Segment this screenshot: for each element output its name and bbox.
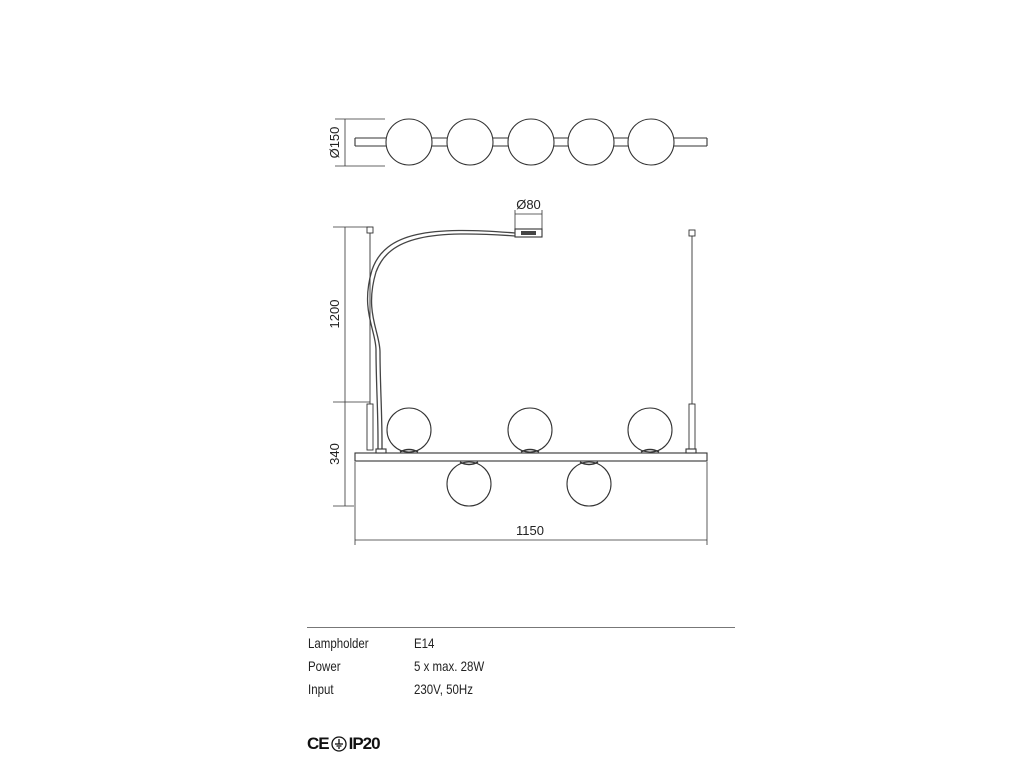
top-view-sphere [385,118,433,166]
top-view-sphere [627,118,675,166]
spec-divider [307,627,735,628]
spec-value: 230V, 50Hz [414,681,473,697]
ip-rating: IP20 [348,734,381,753]
power-cable [366,229,516,452]
spec-table: Lampholder E14 Power 5 x max. 28W Input … [308,632,500,701]
front-view-upper-sphere [507,407,553,453]
spec-label: Input [308,681,334,697]
front-view-upper-sphere [627,407,673,453]
spec-row: Power 5 x max. 28W [308,655,500,678]
spec-label: Lampholder [308,635,369,651]
spec-value: E14 [414,635,435,651]
top-view-sphere [567,118,615,166]
suspension-wire-left [366,226,374,451]
spec-label: Power [308,658,341,674]
cable-length-label: 1200 [327,300,342,329]
certification-marks: CE IP20 [307,733,381,755]
suspension-wire-right [688,229,696,451]
top-view-sphere [507,118,555,166]
sphere-diameter-label: Ø150 [327,127,342,159]
front-view-lower-sphere [446,461,492,507]
spec-row: Lampholder E14 [308,632,500,655]
spec-value: 5 x max. 28W [414,658,485,674]
technical-drawing: Ø150 Ø80 1200 340 1150 [327,118,708,545]
dim-horizontal [354,462,708,545]
spec-row: Input 230V, 50Hz [308,678,500,701]
dim-sphere-diameter [335,118,385,167]
body-height-label: 340 [327,443,342,465]
dim-vertical [333,226,370,507]
top-view [354,118,708,166]
total-length-label: 1150 [516,523,544,538]
front-view-bar [354,448,708,462]
ce-mark: CE [307,734,330,753]
canopy-diameter-label: Ø80 [516,197,541,212]
dim-canopy-diameter [514,210,543,229]
top-view-sphere [446,118,494,166]
earth-ground-icon [330,736,347,752]
canopy [514,228,543,238]
front-view-lower-sphere [566,461,612,507]
front-view-upper-sphere [386,407,432,453]
